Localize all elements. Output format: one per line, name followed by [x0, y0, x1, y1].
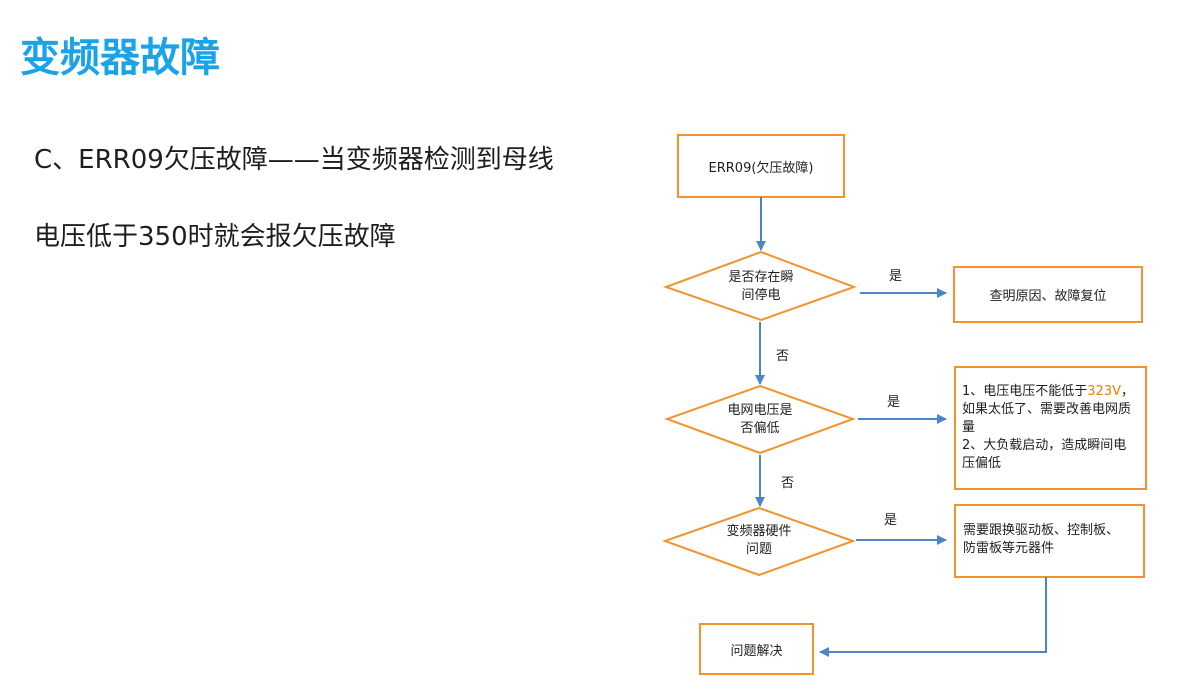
end-box — [699, 623, 814, 675]
description-line-1: C、ERR09欠压故障——当变频器检测到母线 — [34, 145, 554, 175]
end-node-text: 问题解决 — [730, 643, 783, 659]
yes-label-2: 是 — [887, 395, 900, 410]
action1-text: 查明原因、故障复位 — [989, 289, 1107, 304]
no-label-2: 否 — [781, 476, 794, 491]
decision3-line2: 问题 — [745, 542, 772, 557]
arrow-action3-to-end — [819, 577, 1047, 657]
action2-l1-prefix: 1、电压电压不能低于 — [962, 384, 1088, 399]
decision1-diamond — [663, 250, 857, 322]
start-box — [677, 134, 845, 198]
action2-box — [954, 366, 1147, 490]
action2-line2: 如果太低了、需要改善电网质 — [962, 402, 1132, 417]
decision1-line1: 是否存在瞬 — [728, 270, 794, 285]
action2-line5: 压偏低 — [962, 456, 1002, 471]
page-title: 变频器故障 — [20, 35, 220, 81]
action2-line1: 1、电压电压不能低于323V， — [962, 383, 1142, 401]
action2-line3: 量 — [962, 420, 976, 435]
yes-label-3: 是 — [884, 513, 897, 528]
decision1-line2: 间停电 — [741, 288, 781, 303]
decision1-text: 是否存在瞬 间停电 — [696, 266, 826, 308]
no-label-1: 否 — [776, 349, 789, 364]
action2-line4: 2、大负载启动，造成瞬间电 — [962, 438, 1127, 453]
action2-l1-suffix: ， — [1121, 384, 1135, 399]
yes-label-1: 是 — [889, 269, 902, 284]
description-line-2: 电压低于350时就会报欠压故障 — [34, 222, 396, 252]
decision2-line1: 电网电压是 — [727, 403, 793, 418]
decision3-line1: 变频器硬件 — [726, 524, 792, 539]
decision2-line2: 否偏低 — [740, 421, 780, 436]
start-node-text: ERR09(欠压故障) — [708, 160, 814, 176]
action3-text: 需要跟换驱动板、控制板、 防雷板等元器件 — [963, 522, 1141, 558]
decision2-diamond — [664, 384, 856, 455]
action3-box — [954, 504, 1145, 578]
decision3-diamond — [662, 506, 856, 577]
action3-line1: 需要跟换驱动板、控制板、 — [963, 523, 1120, 538]
action2-l1-value: 323V — [1087, 384, 1121, 399]
action2-text: 1、电压电压不能低于323V， 如果太低了、需要改善电网质 量 2、大负载启动，… — [962, 383, 1142, 473]
action3-line2: 防雷板等元器件 — [963, 541, 1055, 556]
action1-box — [953, 266, 1143, 323]
decision3-text: 变频器硬件 问题 — [694, 520, 824, 562]
decision2-text: 电网电压是 否偏低 — [695, 399, 825, 441]
